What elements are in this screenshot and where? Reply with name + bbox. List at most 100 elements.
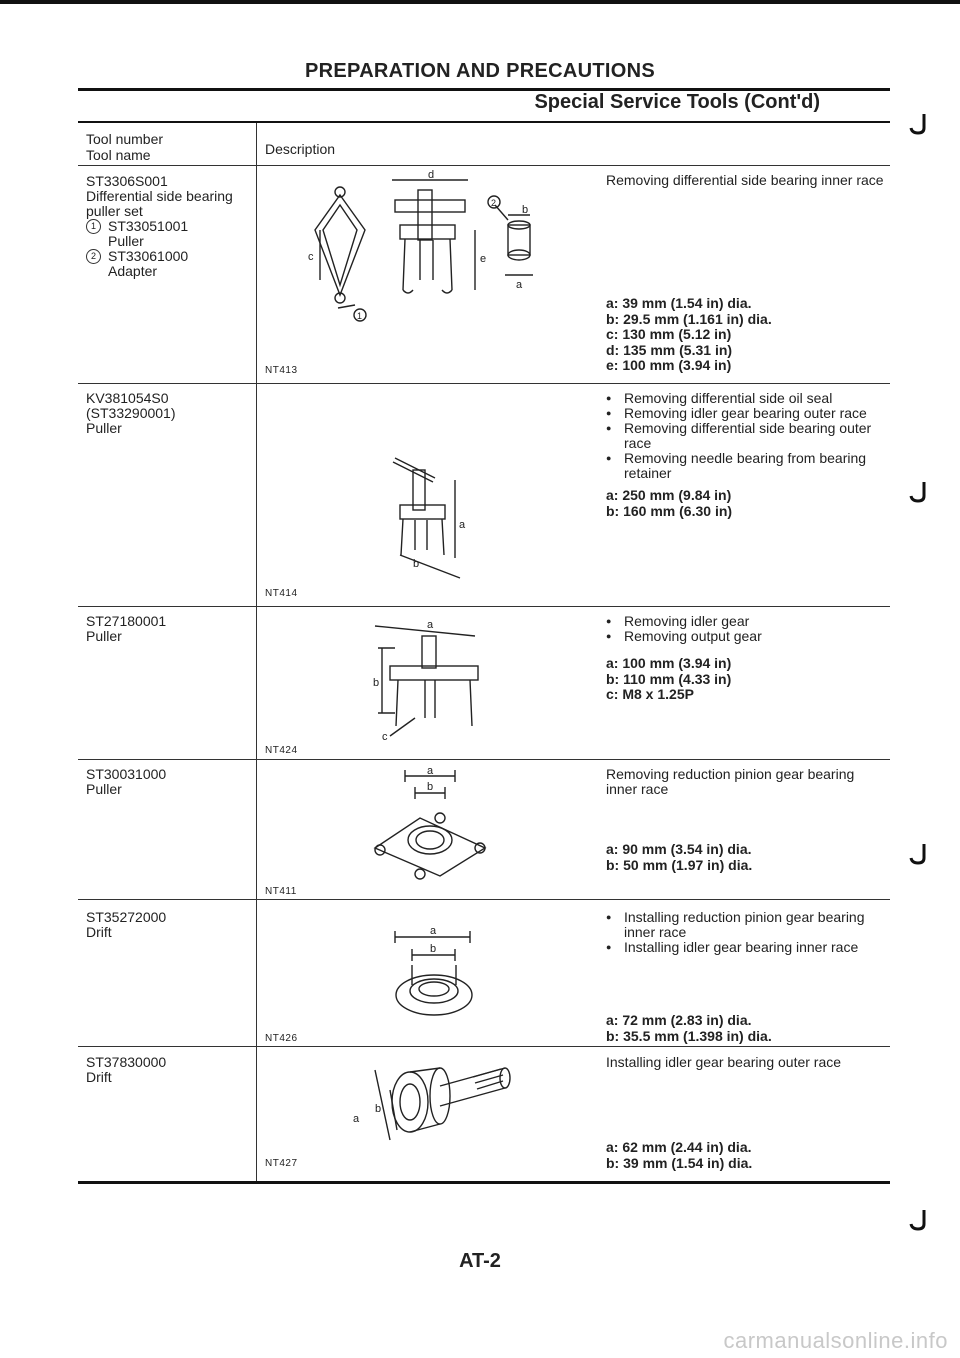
- tool-number-alt: (ST33290001): [86, 405, 176, 421]
- row-divider: [78, 165, 890, 166]
- dimension-label: a: [430, 925, 437, 937]
- margin-hook-mark: [909, 482, 926, 503]
- dimension-item: e: 100 mm (3.94 in): [606, 357, 732, 373]
- column-divider: [256, 123, 257, 1183]
- puller-figure: a b c: [370, 618, 490, 748]
- tool-number: ST30031000: [86, 766, 167, 782]
- puller-figure: a b: [385, 450, 475, 585]
- dimension-item: a: 90 mm (3.54 in) dia.: [606, 841, 752, 857]
- tool-name: Drift: [86, 924, 112, 940]
- table-bottom-rule: [78, 1181, 890, 1184]
- tool-number: ST3306S001: [86, 173, 168, 189]
- description-bullet: Removing output gear: [606, 629, 888, 645]
- figure-code: NT413: [265, 365, 298, 376]
- puller-figure: a b: [365, 765, 495, 893]
- tool-description: Removing idler gear Removing output gear: [606, 614, 888, 645]
- dimension-label: c: [308, 251, 314, 263]
- dimension-item: b: 29.5 mm (1.161 in) dia.: [606, 310, 772, 327]
- description-bullet: Installing idler gear bearing inner race: [606, 940, 888, 956]
- column-header-tool-name: Tool name: [86, 147, 151, 163]
- tool-description: Removing differential side oil seal Remo…: [606, 391, 888, 481]
- row-divider: [78, 383, 890, 384]
- dimension-label: e: [480, 253, 486, 265]
- figure-code: NT414: [265, 588, 298, 599]
- tool-entry: ST3306S001 Differential side bearing pul…: [86, 174, 233, 279]
- callout-label: 2: [491, 198, 496, 208]
- dimension-label: a: [459, 519, 466, 531]
- row-divider: [78, 759, 890, 760]
- row-divider: [78, 1046, 890, 1047]
- dimension-label: b: [375, 1103, 381, 1115]
- callout-label: 1: [357, 311, 362, 321]
- watermark: carmanualsonline.info: [723, 1328, 948, 1353]
- dimension-list: a: 100 mm (3.94 in) b: 110 mm (4.33 in) …: [606, 655, 888, 703]
- tool-number: ST27180001: [86, 613, 167, 629]
- figure-code: NT426: [265, 1033, 298, 1044]
- dimension-list: a: 250 mm (9.84 in) b: 160 mm (6.30 in): [606, 487, 888, 519]
- dimension-label: b: [522, 204, 528, 216]
- dimension-list: a: 90 mm (3.54 in) dia. b: 50 mm (1.97 i…: [606, 841, 888, 873]
- tool-entry: ST27180001 Puller: [86, 614, 166, 644]
- margin-hook-mark: [909, 844, 926, 865]
- page-title: PREPARATION AND PRECAUTIONS: [305, 60, 655, 82]
- figure-code: NT424: [265, 745, 298, 756]
- dimension-item: d: 135 mm (5.31 in): [606, 341, 733, 358]
- circled-number: 2: [86, 249, 101, 264]
- dimension-item: a: 62 mm (2.44 in) dia.: [606, 1139, 752, 1155]
- tool-name: Puller: [86, 420, 122, 436]
- tool-entry: ST30031000 Puller: [86, 767, 166, 797]
- figure-code: NT427: [265, 1158, 298, 1169]
- dimension-label: a: [353, 1113, 360, 1125]
- tool-number: ST35272000: [86, 909, 167, 925]
- description-bullet: Removing needle bearing from bearing ret…: [606, 451, 888, 481]
- sub-tool-name: Puller: [108, 233, 144, 249]
- tool-number: KV381054S0: [86, 390, 169, 406]
- dimension-list: a: 62 mm (2.44 in) dia. b: 39 mm (1.54 i…: [606, 1139, 888, 1171]
- tool-description: Removing reduction pinion gear bearing i…: [606, 767, 888, 797]
- page-subtitle: Special Service Tools (Cont'd): [534, 91, 820, 113]
- sub-tool-name: Adapter: [108, 263, 158, 279]
- dimension-list: a: 39 mm (1.54 in) dia. b: 29.5 mm (1.16…: [606, 295, 888, 374]
- column-header-tool: Tool number Tool name: [86, 131, 163, 163]
- dimension-label: a: [427, 765, 434, 777]
- description-text: Removing reduction pinion gear bearing i…: [606, 766, 855, 797]
- row-divider: [78, 606, 890, 607]
- dimension-item: b: 35.5 mm (1.398 in) dia.: [606, 1027, 772, 1044]
- tool-name: puller set: [86, 203, 143, 219]
- dimension-item: a: 250 mm (9.84 in): [606, 487, 732, 503]
- row-divider: [78, 899, 890, 900]
- dimension-label: b: [373, 677, 379, 689]
- dimension-item: c: 130 mm (5.12 in): [606, 326, 732, 342]
- description-text: Installing idler gear bearing outer race: [606, 1054, 842, 1070]
- dimension-item: b: 160 mm (6.30 in): [606, 502, 733, 519]
- description-bullet: Removing idler gear bearing outer race: [606, 406, 888, 422]
- margin-hook-mark: [909, 114, 926, 135]
- dimension-label: b: [427, 781, 433, 793]
- dimension-item: a: 39 mm (1.54 in) dia.: [606, 295, 752, 311]
- dimension-item: c: M8 x 1.25P: [606, 686, 694, 702]
- header-rule: [78, 121, 890, 123]
- dimension-item: b: 39 mm (1.54 in) dia.: [606, 1154, 753, 1171]
- tool-name: Puller: [86, 781, 122, 797]
- top-border: [0, 0, 960, 4]
- tool-number: ST37830000: [86, 1054, 167, 1070]
- description-bullet: Installing reduction pinion gear bearing…: [606, 910, 888, 940]
- tool-entry: KV381054S0 (ST33290001) Puller: [86, 391, 176, 436]
- dimension-item: a: 72 mm (2.83 in) dia.: [606, 1012, 752, 1028]
- dimension-label: b: [430, 943, 436, 955]
- dimension-item: b: 50 mm (1.97 in) dia.: [606, 856, 753, 873]
- description-text: Removing differential side bearing inner…: [606, 172, 884, 188]
- tool-description: Removing differential side bearing inner…: [606, 173, 888, 188]
- figure-code: NT411: [265, 886, 297, 897]
- bearing-puller-set-figure: d b c e a 1 2: [300, 169, 560, 335]
- description-bullet: Removing differential side bearing outer…: [606, 421, 888, 451]
- tool-description: Installing idler gear bearing outer race: [606, 1055, 888, 1070]
- dimension-list: a: 72 mm (2.83 in) dia. b: 35.5 mm (1.39…: [606, 1012, 888, 1044]
- tool-name: Differential side bearing: [86, 188, 233, 204]
- dimension-item: b: 110 mm (4.33 in): [606, 670, 732, 687]
- page-number: AT-2: [459, 1250, 501, 1272]
- circled-number: 1: [86, 219, 101, 234]
- dimension-label: d: [428, 169, 434, 181]
- tool-description: Installing reduction pinion gear bearing…: [606, 910, 888, 956]
